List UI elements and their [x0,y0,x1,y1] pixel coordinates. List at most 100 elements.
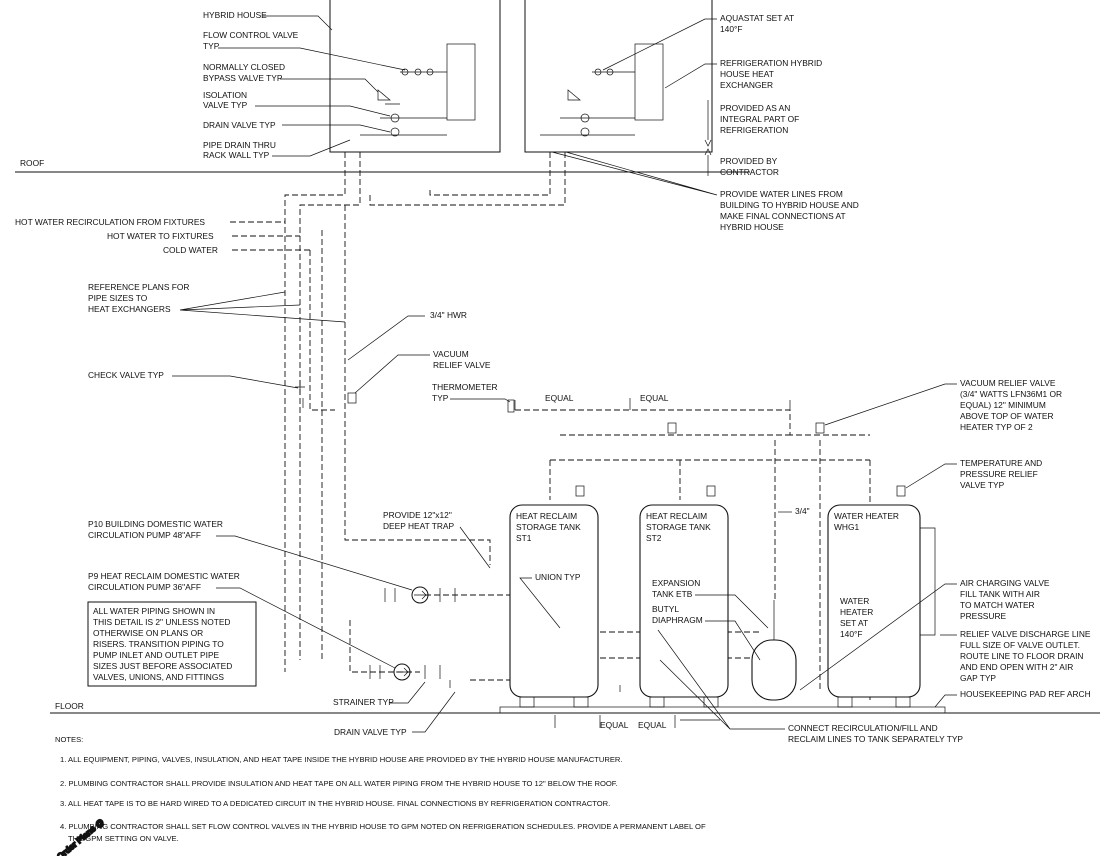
label-butyl-1: BUTYL [652,604,679,614]
label-thermometer-1: THERMOMETER [432,382,498,392]
housekeeping-pad [499,706,946,714]
label-vac-relief-r-5: HEATER TYP OF 2 [960,422,1033,432]
floor-label: FLOOR [55,701,84,711]
label-cold-water: COLD WATER [163,245,218,255]
tank-st2-label-1: HEAT RECLAIM [646,511,707,521]
label-pipe-drain-1: PIPE DRAIN THRU [203,140,276,150]
label-hwr: 3/4" HWR [430,310,467,320]
note-4b: THE GPM SETTING ON VALVE. [68,834,179,843]
label-flow-control-2: TYP [203,41,220,51]
label-hw-recirc: HOT WATER RECIRCULATION FROM FIXTURES [15,217,205,227]
tank-st2-label-3: ST2 [646,533,662,543]
general-notes: NOTES: 1. ALL EQUIPMENT, PIPING, VALVES,… [55,735,706,843]
equal-dim-top-1: EQUAL [545,393,574,403]
riser-piping [230,152,871,700]
label-discharge-1: RELIEF VALVE DISCHARGE LINE [960,629,1091,639]
label-air-charging-1: AIR CHARGING VALVE [960,578,1050,588]
label-p10-2: CIRCULATION PUMP 48"AFF [88,530,201,540]
label-pipe-drain-2: RACK WALL TYP [203,150,270,160]
label-aquastat-1: AQUASTAT SET AT [720,13,794,23]
label-isolation-2: VALVE TYP [203,100,248,110]
label-union: UNION TYP [535,572,581,582]
label-vac-relief-r-3: EQUAL) 12" MINIMUM [960,400,1046,410]
vacuum-relief-valve-right-symbol [815,422,825,434]
roof-label: ROOF [20,158,44,168]
label-water-lines-1: PROVIDE WATER LINES FROM [720,189,843,199]
label-three-quarter: 3/4" [795,506,810,516]
label-strainer: STRAINER TYP [333,697,394,707]
label-integral-1: PROVIDED AS AN [720,103,790,113]
label-heat-trap-1: PROVIDE 12"x12" [383,510,452,520]
label-vacuum-relief-2: RELIEF VALVE [433,360,491,370]
svg-text:OTHERWISE ON PLANS OR: OTHERWISE ON PLANS OR [93,628,203,638]
label-bypass-2: BYPASS VALVE TYP [203,73,283,83]
label-aquastat-2: 140°F [720,24,742,34]
label-tp-relief-1: TEMPERATURE AND [960,458,1042,468]
svg-text:ALL WATER PIPING SHOWN IN: ALL WATER PIPING SHOWN IN [93,606,215,616]
label-ref-plans-3: HEAT EXCHANGERS [88,304,171,314]
notes-heading: NOTES: [55,735,83,744]
label-check-valve: CHECK VALVE TYP [88,370,164,380]
label-butyl-2: DIAPHRAGM [652,615,703,625]
label-isolation-1: ISOLATION [203,90,247,100]
label-heat-trap-2: DEEP HEAT TRAP [383,521,454,531]
label-vac-relief-r-1: VACUUM RELIEF VALVE [960,378,1056,388]
label-connect-2: RECLAIM LINES TO TANK SEPARATELY TYP [788,734,963,744]
pump-p10-symbol [384,586,456,604]
label-water-lines-4: HYBRID HOUSE [720,222,784,232]
hybrid-house-left [329,0,501,153]
note-4a: 4. PLUMBING CONTRACTOR SHALL SET FLOW CO… [60,822,706,831]
label-tp-relief-2: PRESSURE RELIEF [960,469,1038,479]
tank-st1-label-1: HEAT RECLAIM [516,511,577,521]
water-heater-whg1: WATER HEATER WHG1 WATER HEATER SET AT 14… [827,504,936,708]
pipe-size-note: ALL WATER PIPING SHOWN IN THIS DETAIL IS… [93,606,232,682]
tank-st2-label-2: STORAGE TANK [646,522,711,532]
svg-text:PUMP INLET AND OUTLET PIPE: PUMP INLET AND OUTLET PIPE [93,650,220,660]
label-drain-valve: DRAIN VALVE TYP [203,120,276,130]
label-vacuum-relief-1: VACUUM [433,349,469,359]
label-air-charging-4: PRESSURE [960,611,1006,621]
label-ref-plans-1: REFERENCE PLANS FOR [88,282,189,292]
label-flow-control-1: FLOW CONTROL VALVE [203,30,299,40]
label-housekeeping: HOUSEKEEPING PAD REF ARCH [960,689,1091,699]
label-hx-1: REFRIGERATION HYBRID [720,58,822,68]
label-expansion-1: EXPANSION [652,578,700,588]
label-discharge-5: GAP TYP [960,673,996,683]
tank-st1: HEAT RECLAIM STORAGE TANK ST1 [509,504,599,708]
label-water-lines-2: BUILDING TO HYBRID HOUSE AND [720,200,859,210]
whg1-set-2: HEATER [840,607,873,617]
whg1-set-3: SET AT [840,618,868,628]
note-1: 1. ALL EQUIPMENT, PIPING, VALVES, INSULA… [60,755,623,764]
check-valve-symbol [295,380,305,408]
svg-text:THIS DETAIL IS 2" UNLESS NOTED: THIS DETAIL IS 2" UNLESS NOTED [93,617,230,627]
tp-relief-valve-symbol [896,485,906,497]
label-air-charging-3: TO MATCH WATER [960,600,1035,610]
label-hybrid-house: HYBRID HOUSE [203,10,267,20]
label-integral-2: INTEGRAL PART OF [720,114,799,124]
note-2: 2. PLUMBING CONTRACTOR SHALL PROVIDE INS… [60,779,618,788]
label-thermometer-2: TYP [432,393,449,403]
expansion-tank-etb [751,600,797,701]
pipe-size-note-box [87,601,257,687]
whg1-label-2: WHG1 [834,522,859,532]
equal-dim-bottom-2: EQUAL [638,720,667,730]
label-expansion-2: TANK ETB [652,589,693,599]
label-vac-relief-r-4: ABOVE TOP OF WATER [960,411,1054,421]
label-air-charging-2: FILL TANK WITH AIR [960,589,1040,599]
label-connect-1: CONNECT RECIRCULATION/FILL AND [788,723,938,733]
label-by-contractor-1: PROVIDED BY [720,156,778,166]
hybrid-house-right [524,0,713,153]
thermometer-symbol [507,399,515,413]
label-integral-3: REFRIGERATION [720,125,788,135]
label-p9-1: P9 HEAT RECLAIM DOMESTIC WATER [88,571,240,581]
label-vac-relief-r-2: (3/4" WATTS LFN36M1 OR [960,389,1062,399]
svg-text:RISERS. TRANSITION PIPING TO: RISERS. TRANSITION PIPING TO [93,639,224,649]
whg1-set-4: 140°F [840,629,862,639]
whg1-label-1: WATER HEATER [834,511,899,521]
tank-st1-label-3: ST1 [516,533,532,543]
label-discharge-4: AND END OPEN WITH 2" AIR [960,662,1073,672]
label-drain-valve-bottom: DRAIN VALVE TYP [334,727,407,737]
label-p10-1: P10 BUILDING DOMESTIC WATER [88,519,223,529]
label-hx-2: HOUSE HEAT [720,69,774,79]
